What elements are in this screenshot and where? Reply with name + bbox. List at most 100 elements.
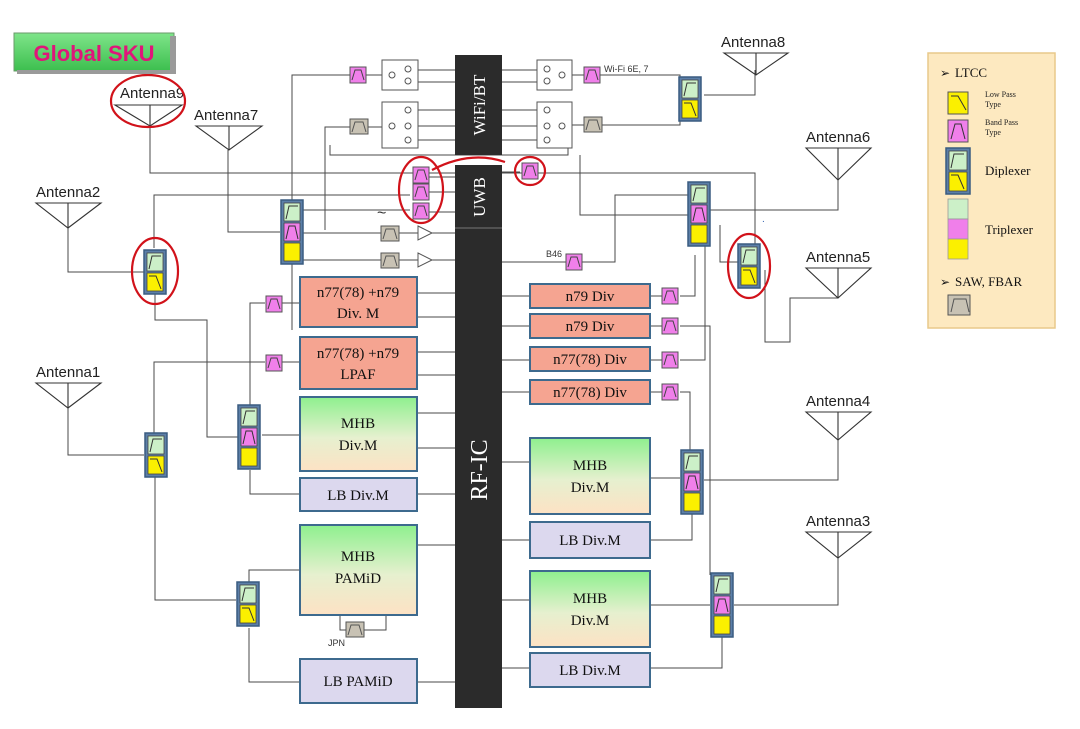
svg-text:UWB: UWB xyxy=(470,177,489,217)
mhb-div-m-block: MHB Div.M xyxy=(299,396,418,472)
wifi-switch-left-top xyxy=(381,59,419,91)
saw-swatch xyxy=(947,294,971,316)
svg-text:Div. M: Div. M xyxy=(337,306,379,322)
svg-text:n79 Div: n79 Div xyxy=(566,319,615,335)
n79-div-block-1: n79 Div xyxy=(529,283,651,309)
n77-div-block-1: n77(78) Div xyxy=(529,346,651,372)
antenna-icon xyxy=(804,531,873,559)
n79-div-block-2: n79 Div xyxy=(529,313,651,339)
band-pass-filter xyxy=(661,287,679,305)
svg-text:Diplexer: Diplexer xyxy=(985,163,1031,178)
svg-text:LB Div.M: LB Div.M xyxy=(559,663,621,679)
svg-text:LB Div.M: LB Div.M xyxy=(559,533,621,549)
highlight-circles xyxy=(109,73,772,306)
svg-text:PAMiD: PAMiD xyxy=(335,571,381,587)
wifi-switch-right-top xyxy=(536,59,573,91)
antenna7-label: Antenna7 xyxy=(194,107,258,124)
svg-text:RF-IC: RF-IC xyxy=(467,439,493,500)
svg-text:Type: Type xyxy=(985,128,1001,137)
saw-filter xyxy=(380,252,400,269)
lb-div-m-block-right-1: LB Div.M xyxy=(529,521,651,559)
uwb-chip: UWB xyxy=(455,165,502,228)
saw-filter xyxy=(349,118,369,135)
svg-text:Band Pass: Band Pass xyxy=(985,118,1018,127)
svg-text:n77(78) Div: n77(78) Div xyxy=(553,352,627,368)
triplexer xyxy=(687,181,711,247)
antenna5-label: Antenna5 xyxy=(806,249,870,266)
saw-filter xyxy=(583,116,603,133)
legend-bullet-ltcc: ➢ xyxy=(940,66,950,80)
antenna8-label: Antenna8 xyxy=(721,34,785,51)
triplexer xyxy=(680,449,704,515)
dot-mark: . xyxy=(762,214,765,225)
antenna-icon xyxy=(194,125,264,151)
legend-ltcc: LTCC xyxy=(955,65,987,80)
wifi-switch-right-bottom xyxy=(536,101,573,149)
antenna9-label: Antenna9 xyxy=(120,85,184,102)
triplexer xyxy=(280,199,304,265)
mhb-div-m-block-right-1: MHB Div.M xyxy=(529,437,651,515)
svg-text:Div.M: Div.M xyxy=(571,480,610,496)
low-pass-swatch xyxy=(947,91,969,115)
legend-bullet-saw: ➢ xyxy=(940,275,950,289)
svg-text:Triplexer: Triplexer xyxy=(985,222,1034,237)
svg-text:MHB: MHB xyxy=(341,416,375,432)
svg-text:n77(78) +n79: n77(78) +n79 xyxy=(317,285,399,301)
svg-text:Type: Type xyxy=(985,100,1001,109)
antenna-icon xyxy=(34,202,103,229)
antenna2-label: Antenna2 xyxy=(36,184,100,201)
tilde-mark: ~ xyxy=(377,205,386,222)
n77-n79-lpaf-block: n77(78) +n79 LPAF xyxy=(299,336,418,390)
wifi-switch-left-bottom xyxy=(381,101,419,149)
band-pass-swatch xyxy=(947,119,969,143)
jpn-label: JPN xyxy=(328,638,345,648)
diplexer xyxy=(143,249,167,295)
band-pass-filter xyxy=(565,253,583,271)
band-pass-filter xyxy=(661,317,679,335)
triplexer-swatch xyxy=(947,198,969,260)
antenna-icon xyxy=(804,267,873,299)
band-pass-filter xyxy=(661,383,679,401)
antenna-icon xyxy=(722,52,790,76)
lb-div-m-block: LB Div.M xyxy=(299,477,418,512)
b46-label: B46 xyxy=(546,249,562,259)
amplifier-icon xyxy=(417,225,434,241)
svg-text:Low Pass: Low Pass xyxy=(985,90,1016,99)
svg-text:n77(78) +n79: n77(78) +n79 xyxy=(317,346,399,362)
saw-filter xyxy=(345,621,365,638)
band-pass-filter xyxy=(583,66,601,84)
svg-text:LB PAMiD: LB PAMiD xyxy=(323,674,392,690)
diplexer xyxy=(144,432,168,478)
svg-text:n77(78) Div: n77(78) Div xyxy=(553,385,627,401)
svg-text:MHB: MHB xyxy=(573,458,607,474)
band-pass-filter xyxy=(412,183,430,201)
lb-pamid-block: LB PAMiD xyxy=(299,658,418,704)
band-pass-filter xyxy=(412,166,430,184)
wifi6e-label: Wi-Fi 6E, 7 xyxy=(604,64,649,74)
antenna4-label: Antenna4 xyxy=(806,393,870,410)
svg-text:LPAF: LPAF xyxy=(340,367,375,383)
band-pass-filter xyxy=(265,354,283,372)
mhb-div-m-block-right-2: MHB Div.M xyxy=(529,570,651,648)
triplexer xyxy=(710,572,734,638)
svg-text:Div.M: Div.M xyxy=(571,613,610,629)
diplexer xyxy=(236,581,260,627)
svg-text:MHB: MHB xyxy=(573,591,607,607)
band-pass-filter xyxy=(265,295,283,313)
n77-n79-div-m-block: n77(78) +n79 Div. M xyxy=(299,276,418,328)
mhb-pamid-block: MHB PAMiD xyxy=(299,524,418,616)
antenna-icon xyxy=(804,411,873,441)
wiring xyxy=(67,69,839,683)
legend-saw: SAW, FBAR xyxy=(955,274,1022,289)
antenna3-label: Antenna3 xyxy=(806,513,870,530)
band-pass-filter xyxy=(412,202,430,220)
band-pass-filter xyxy=(661,351,679,369)
legend: ➢ LTCC Low Pass Type Band Pass Type Dipl… xyxy=(927,52,1056,329)
amplifier-icon xyxy=(417,252,434,268)
saw-filter xyxy=(380,225,400,242)
diplexer xyxy=(678,76,702,122)
diplexer-swatch xyxy=(945,147,971,195)
svg-text:Global SKU: Global SKU xyxy=(33,41,154,66)
svg-text:MHB: MHB xyxy=(341,549,375,565)
antenna-icon xyxy=(113,104,184,127)
